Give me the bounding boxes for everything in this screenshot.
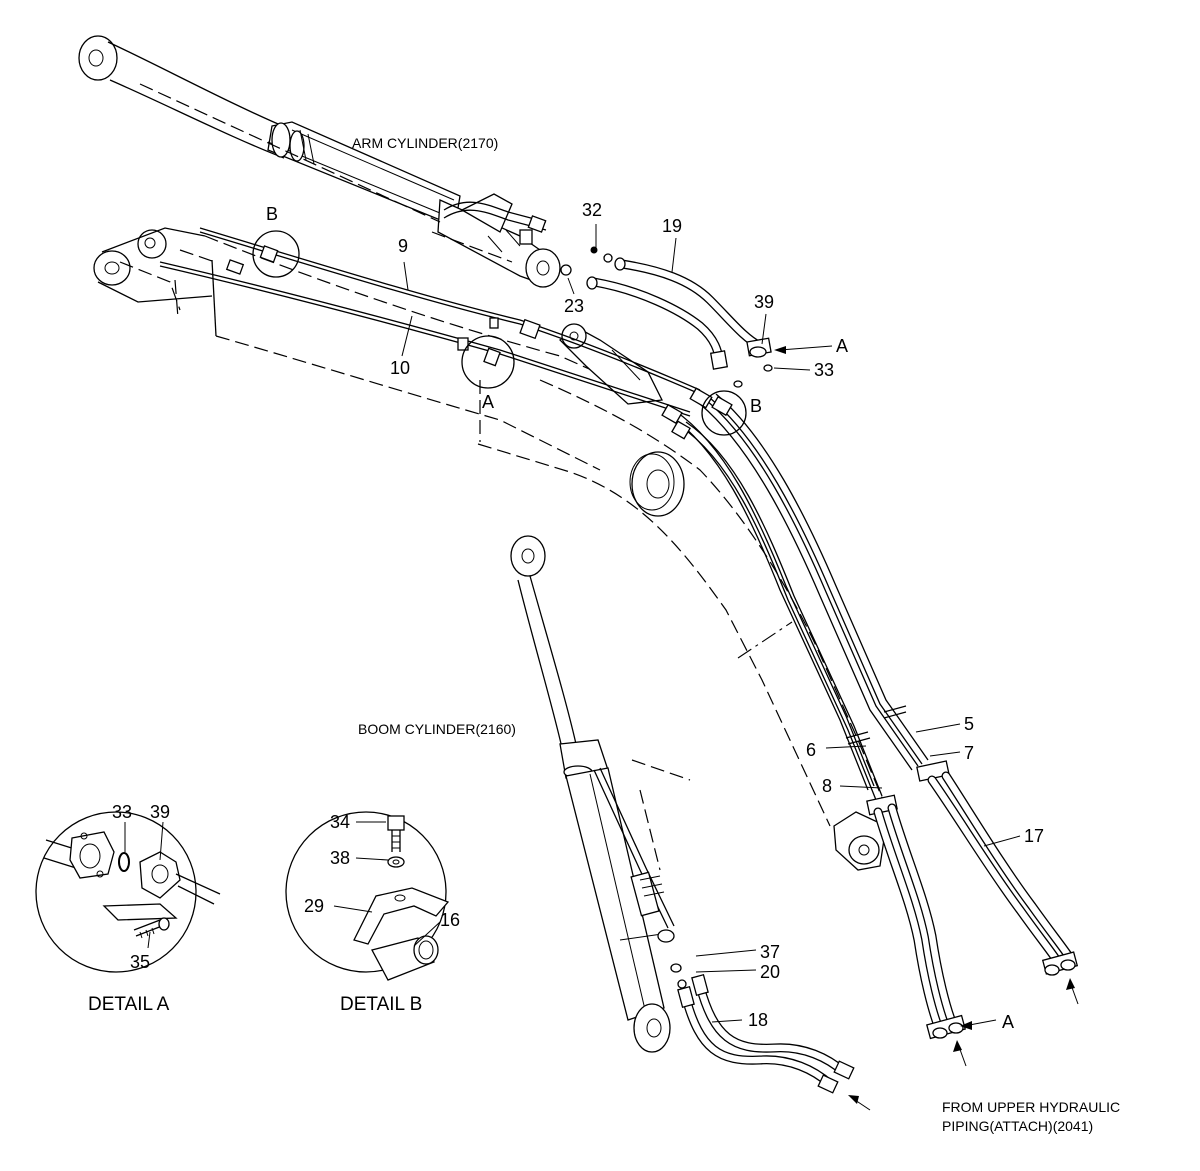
arm-hoses [560,246,773,388]
arm-structure [93,227,663,471]
arm-cylinder-label: ARM CYLINDER(2170) [352,135,498,151]
detail-b-caption: DETAIL B [340,994,422,1015]
callout-5: 5 [964,714,974,734]
callout-39: 39 [754,292,774,312]
callout-16: 16 [440,910,460,930]
from-upper-label-2: PIPING(ATTACH)(2041) [942,1118,1093,1134]
callout-29: 29 [304,896,324,916]
boom-cylinder-label: BOOM CYLINDER(2160) [358,721,516,737]
arm-pipes [159,227,701,417]
callout-37: 37 [760,942,780,962]
callout-33-detail: 33 [112,802,132,822]
lower-hoses [873,771,1079,1067]
arm-cylinder [78,35,561,288]
boom-cylinder [510,535,691,1053]
callout-8: 8 [822,776,832,796]
callout-39-detail: 39 [150,802,170,822]
callout-32: 32 [582,200,602,220]
callout-34: 34 [330,812,350,832]
detail-a-caption: DETAIL A [88,994,170,1015]
leader-lines [124,224,1021,1030]
detail-a [35,811,221,973]
callout-18: 18 [748,1010,768,1030]
hose-18 [677,973,871,1111]
from-upper-label-1: FROM UPPER HYDRAULIC [942,1099,1120,1115]
callout-17: 17 [1024,826,1044,846]
callout-20: 20 [760,962,780,982]
marker-a-top-flange: A [836,336,848,356]
boom-pipes [661,387,950,816]
marker-a-bottom: A [1002,1012,1014,1032]
callout-23: 23 [564,296,584,316]
marker-b-right: B [750,396,762,416]
detail-b [285,811,450,981]
callout-7: 7 [964,743,974,763]
callout-9: 9 [398,236,408,256]
callout-6: 6 [806,740,816,760]
callout-33: 33 [814,360,834,380]
callout-19: 19 [662,216,682,236]
marker-b-top: B [266,204,278,224]
callout-35: 35 [130,952,150,972]
text-labels: ARM CYLINDER(2170) BOOM CYLINDER(2160) F… [88,135,1120,1134]
callout-38: 38 [330,848,350,868]
callout-10: 10 [390,358,410,378]
marker-a-top-circle: A [482,392,494,412]
boom-structure [477,379,889,871]
